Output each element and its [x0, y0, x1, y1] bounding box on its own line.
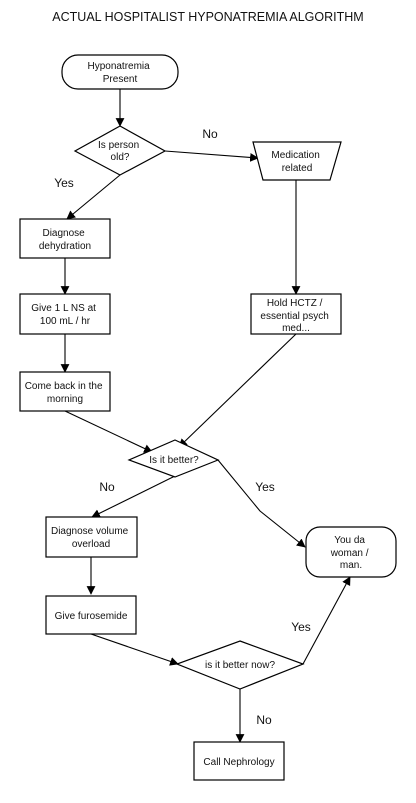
- node-text-line: Give 1 L NS at: [31, 303, 96, 314]
- edge-hold-to-isbetter: [178, 333, 297, 448]
- svg-text:is it better now?: is it better now?: [205, 660, 275, 671]
- node-text-line: old?: [111, 152, 130, 163]
- svg-text:Diagnose dehydration: Diagnose dehydration: [39, 228, 91, 252]
- node-text-line: Diagnose: [42, 228, 85, 239]
- node-diagnose-volume-overload: Diagnose volume overload: [45, 516, 138, 558]
- svg-text:You da woman / man: You da woman / man.: [330, 535, 372, 571]
- edge-furosemide-to-betternow: [90, 633, 179, 666]
- decision-is-it-better-now: is it better now?: [175, 640, 305, 690]
- node-text-line: man.: [340, 560, 362, 571]
- svg-text:Hyponatremia Present: Hyponatremia Present: [87, 61, 152, 85]
- edges: [60, 89, 351, 743]
- node-text-line: Hyponatremia: [87, 61, 150, 72]
- node-text-line: Medication: [271, 150, 319, 161]
- node-give-ns: Give 1 L NS at 100 mL / hr: [19, 293, 111, 335]
- edge-comeback-to-isbetter: [64, 410, 153, 453]
- node-text-line: essential psych: [260, 311, 328, 322]
- svg-text:Is it better?: Is it better?: [149, 455, 199, 466]
- label-isold-yes: Yes: [54, 176, 74, 190]
- node-text-line: Is it better?: [149, 455, 199, 466]
- node-text-line: Present: [103, 74, 138, 85]
- label-isbetter-no: No: [99, 480, 115, 494]
- edge-isbetter-to-volume: [91, 475, 176, 518]
- svg-text:Hold HCTZ / essential ps: Hold HCTZ / essential psych med...: [260, 298, 331, 334]
- node-text-line: morning: [47, 394, 83, 405]
- node-diagnose-dehydration: Diagnose dehydration: [19, 218, 111, 259]
- label-isbetter-yes: Yes: [255, 480, 275, 494]
- node-hold-hctz: Hold HCTZ / essential psych med...: [250, 293, 342, 335]
- label-betternow-yes: Yes: [291, 620, 311, 634]
- edge-isold-to-medication: [164, 150, 259, 162]
- edge-betternow-to-youda: [302, 576, 351, 665]
- node-text-line: Diagnose volume: [51, 526, 129, 537]
- node-text-line: overload: [72, 539, 110, 550]
- node-text-line: Hold HCTZ /: [267, 298, 323, 309]
- svg-text:Give 1 L NS at 100 mL /: Give 1 L NS at 100 mL / hr: [31, 303, 98, 327]
- label-betternow-no: No: [256, 713, 272, 727]
- label-isold-no: No: [202, 127, 218, 141]
- svg-text:Is person old?: Is person old?: [98, 140, 142, 163]
- node-text-line: med...: [282, 323, 310, 334]
- node-text-line: You da: [334, 535, 365, 546]
- decision-is-it-better: Is it better?: [127, 439, 220, 478]
- edge-isold-to-dehydration: [66, 174, 121, 220]
- node-text-line: dehydration: [39, 241, 91, 252]
- node-text-line: 100 mL / hr: [40, 316, 91, 327]
- node-give-furosemide: Give furosemide: [45, 595, 137, 635]
- node-hyponatremia-present: Hyponatremia Present: [61, 54, 179, 90]
- diagram-title: ACTUAL HOSPITALIST HYPONATREMIA ALGORITH…: [52, 10, 363, 24]
- decision-is-person-old: Is person old?: [73, 125, 167, 176]
- node-come-back-morning: Come back in the morning: [19, 371, 111, 412]
- node-medication-related: Medication related: [252, 141, 342, 181]
- svg-text:Call Nephrology: Call Nephrology: [203, 757, 274, 768]
- svg-text:Give furosemide: Give furosemide: [55, 611, 128, 622]
- node-text-line: Give furosemide: [55, 611, 128, 622]
- svg-text:Come back in the morning: Come back in the morning: [25, 381, 106, 405]
- node-call-nephrology: Call Nephrology: [193, 741, 285, 781]
- node-text-line: Call Nephrology: [203, 757, 274, 768]
- edge-isbetter-to-youda: [217, 459, 306, 548]
- node-text-line: related: [282, 163, 313, 174]
- node-text-line: woman /: [330, 548, 369, 559]
- node-you-da-woman-man: You da woman / man.: [305, 526, 397, 578]
- node-text-line: Is person: [98, 140, 139, 151]
- svg-text:Diagnose volume overload: Diagnose volume overload: [51, 526, 131, 550]
- node-text-line: is it better now?: [205, 660, 275, 671]
- node-text-line: Come back in the: [25, 381, 103, 392]
- svg-text:Medication related: Medication related: [271, 150, 322, 174]
